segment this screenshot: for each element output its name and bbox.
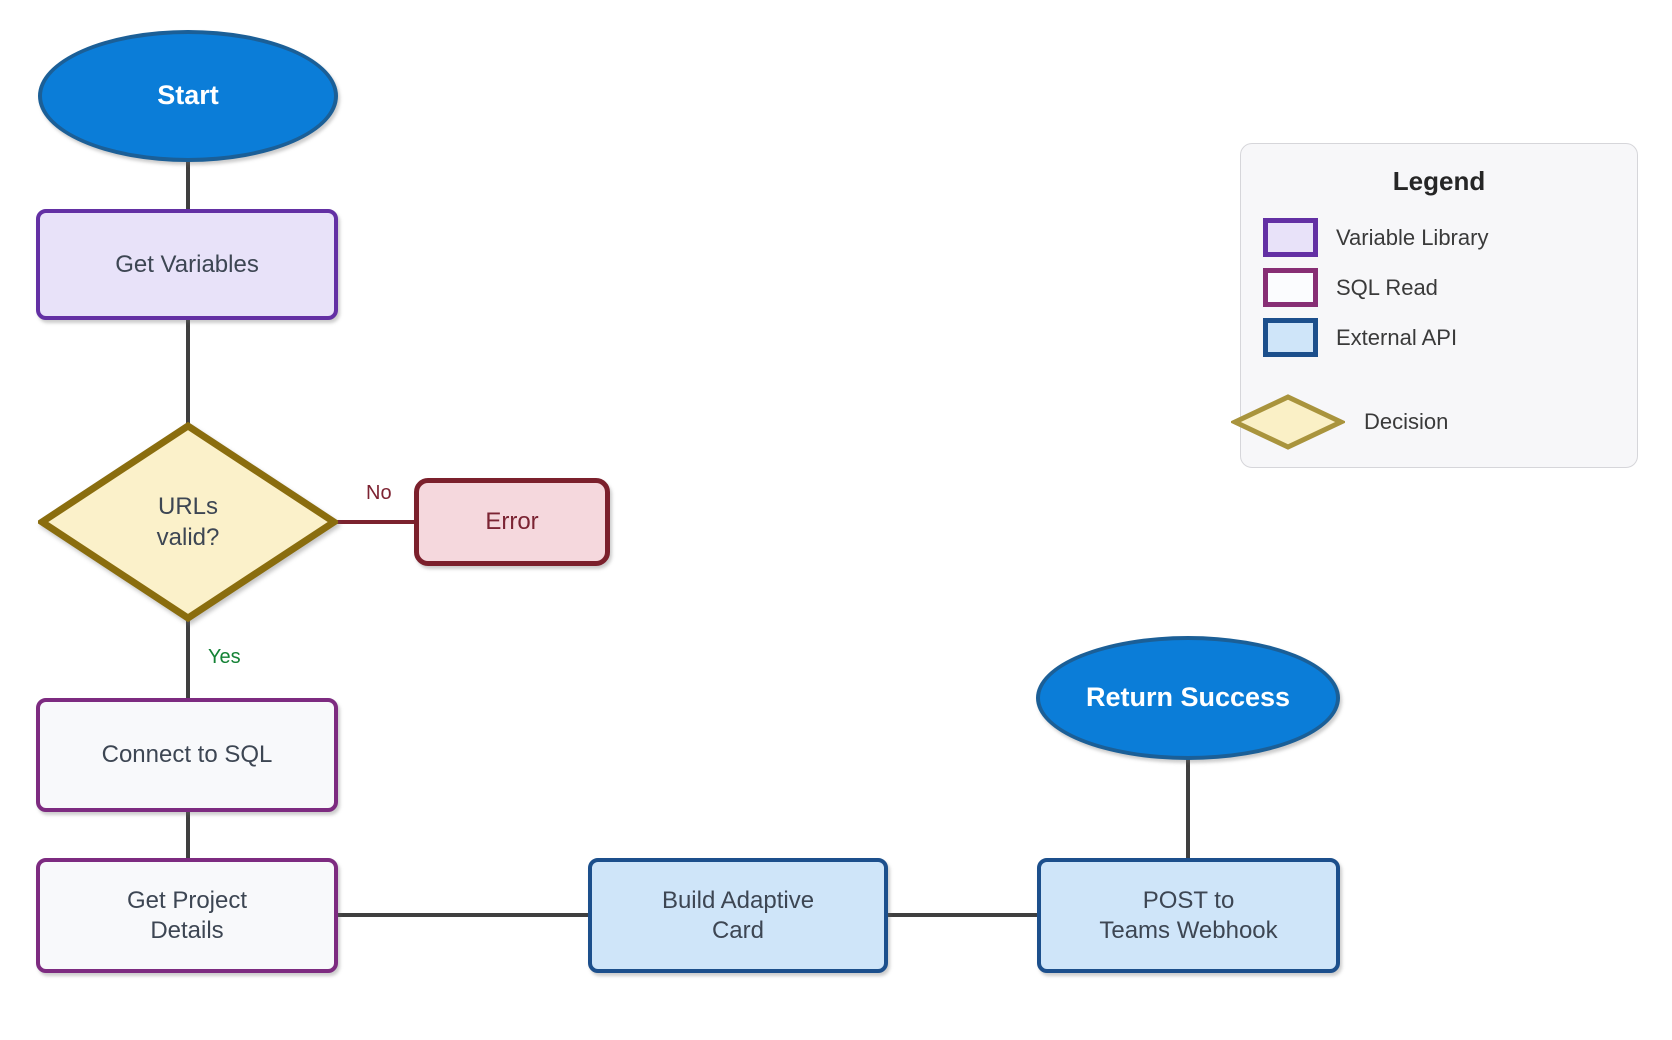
legend-label-decision: Decision — [1364, 409, 1449, 434]
node-post-to-teams-webhook: POST to Teams Webhook — [1037, 858, 1340, 973]
connector-post-teams-to-return-success — [1186, 758, 1190, 859]
legend-panel: Legend Variable Library SQL Read Externa… — [1231, 143, 1638, 468]
connector-connect-sql-to-get-project-details — [186, 810, 190, 860]
connector-decision-no-to-error — [335, 520, 415, 524]
node-build-adaptive-card: Build Adaptive Card — [588, 858, 888, 973]
legend-swatch-sql-read — [1263, 268, 1318, 307]
node-get-project-details: Get Project Details — [36, 858, 338, 973]
connector-start-to-get-variables — [186, 160, 190, 210]
connector-decision-yes-to-connect-sql — [186, 620, 190, 700]
legend-swatch-variable-library — [1263, 218, 1318, 257]
legend-swatch-external-api — [1263, 318, 1318, 357]
legend-label-sql-read: SQL Read — [1336, 275, 1438, 300]
node-return-success: Return Success — [1036, 636, 1340, 760]
node-connect-to-sql: Connect to SQL — [36, 698, 338, 812]
edge-label-yes: Yes — [208, 646, 241, 668]
decision-label: URLs valid? — [156, 492, 220, 551]
connector-get-project-details-to-build-adaptive-card — [337, 913, 589, 917]
legend-title: Legend — [1392, 166, 1486, 196]
legend-swatch-decision-icon — [1231, 394, 1345, 450]
node-get-variables: Get Variables — [36, 209, 338, 320]
legend-label-variable-library: Variable Library — [1336, 225, 1489, 250]
decision-diamond-shape — [38, 422, 338, 622]
node-error: Error — [414, 478, 610, 566]
connector-get-variables-to-decision — [186, 318, 190, 424]
node-urls-valid-decision: URLs valid? — [38, 422, 338, 622]
node-start: Start — [38, 30, 338, 162]
edge-label-no: No — [366, 482, 392, 504]
connector-build-adaptive-card-to-post-teams — [887, 913, 1038, 917]
legend-label-external-api: External API — [1336, 325, 1458, 350]
